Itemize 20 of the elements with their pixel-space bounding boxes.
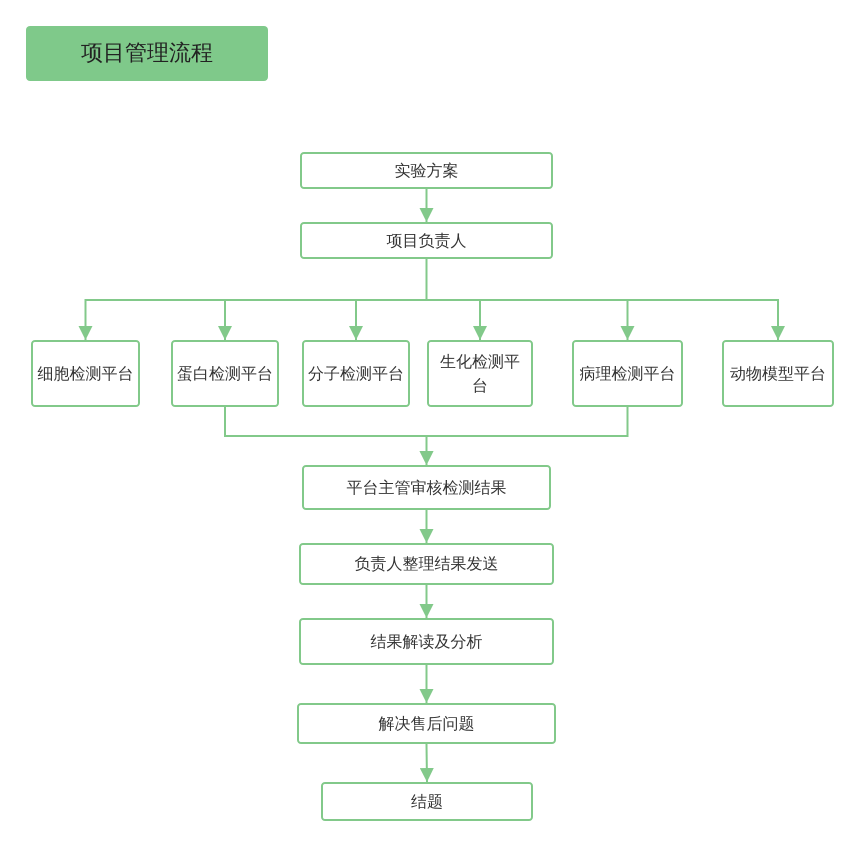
arrow — [420, 510, 434, 543]
process-box: 解决售后问题 — [297, 703, 556, 744]
title-banner: 项目管理流程 — [26, 26, 268, 81]
process-box: 项目负责人 — [300, 222, 553, 259]
process-box: 实验方案 — [300, 152, 553, 189]
process-box: 生化检测平台 — [427, 340, 533, 407]
process-box: 动物模型平台 — [722, 340, 834, 407]
process-box: 蛋白检测平台 — [171, 340, 279, 407]
process-box: 平台主管审核检测结果 — [302, 465, 551, 510]
process-box: 病理检测平台 — [572, 340, 683, 407]
process-box: 结果解读及分析 — [299, 618, 554, 665]
arrow — [420, 407, 628, 465]
arrow — [420, 585, 434, 618]
arrow — [420, 665, 434, 703]
process-box: 结题 — [321, 782, 533, 821]
process-box: 细胞检测平台 — [31, 340, 140, 407]
arrow — [420, 189, 434, 222]
process-box: 分子检测平台 — [302, 340, 410, 407]
process-box: 负责人整理结果发送 — [299, 543, 554, 585]
arrow — [420, 744, 434, 782]
